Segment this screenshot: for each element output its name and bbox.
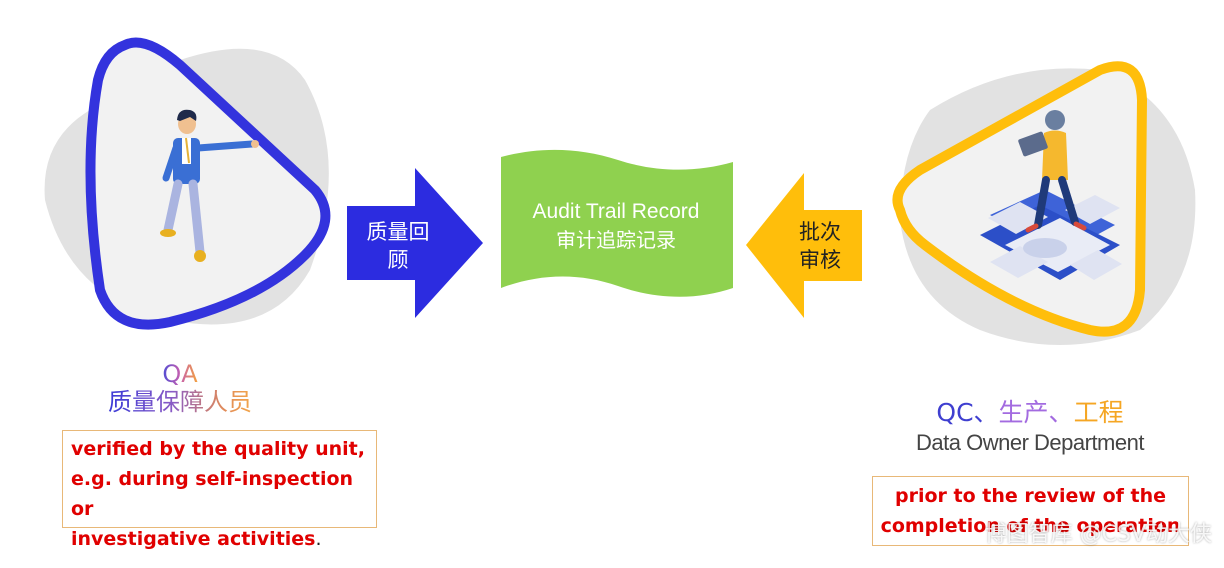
audit-trail-title-en: Audit Trail Record [532,200,700,223]
data-owner-subtitle: Data Owner Department [916,430,1144,455]
data-platform-icon [980,190,1122,280]
qa-illustration [44,37,331,330]
audit-trail-text: Audit Trail Record 审计追踪记录 [500,198,732,254]
qa-note-line3: investigative activities [71,528,316,550]
data-owner-title-engineering: 工程 [1073,398,1124,427]
watermark-text: 博图智库 @CSV动大侠 [984,522,1212,547]
batch-review-label: 批次 审核 [788,218,852,274]
qa-person-icon [160,109,259,262]
data-owner-note-line1: prior to the review of the [894,485,1167,507]
data-owner-title-production: 生产、 [998,398,1074,427]
data-owner-title: QC、生产、工程 [880,398,1180,428]
batch-review-label-line2: 审核 [799,248,841,272]
qa-note-box: verified by the quality unit, e.g. durin… [62,430,377,550]
qa-note-period: . [315,528,322,550]
data-owner-person-icon [1018,110,1087,233]
qa-note-line3-wrap: investigative activities. [71,524,368,554]
data-owner-illustration [892,61,1196,345]
audit-trail-title-cn: 审计追踪记录 [556,228,676,252]
qa-note-line1: verified by the quality unit, [71,438,365,460]
data-owner-title-qc: QC、 [936,398,999,427]
batch-review-label-line1: 批次 [799,220,841,244]
qa-blue-triangle [85,37,331,330]
batch-review-arrow [746,173,862,318]
data-owner-note-box: prior to the review of the completion of… [872,476,1189,546]
qa-role-title: QA 质量保障人员 [60,360,300,416]
quality-review-label: 质量回 顾 [352,218,444,274]
quality-review-label-line1: 质量回 [366,220,430,244]
audit-trail-banner [501,149,733,297]
data-owner-note-line2: completion of the operation [880,515,1181,537]
qa-role-en: QA [162,360,198,388]
quality-review-label-line2: 顾 [387,248,409,272]
qa-role-cn: 质量保障人员 [108,388,252,416]
quality-review-arrow [347,168,483,318]
qa-note-line2: e.g. during self-inspection or [71,468,354,520]
